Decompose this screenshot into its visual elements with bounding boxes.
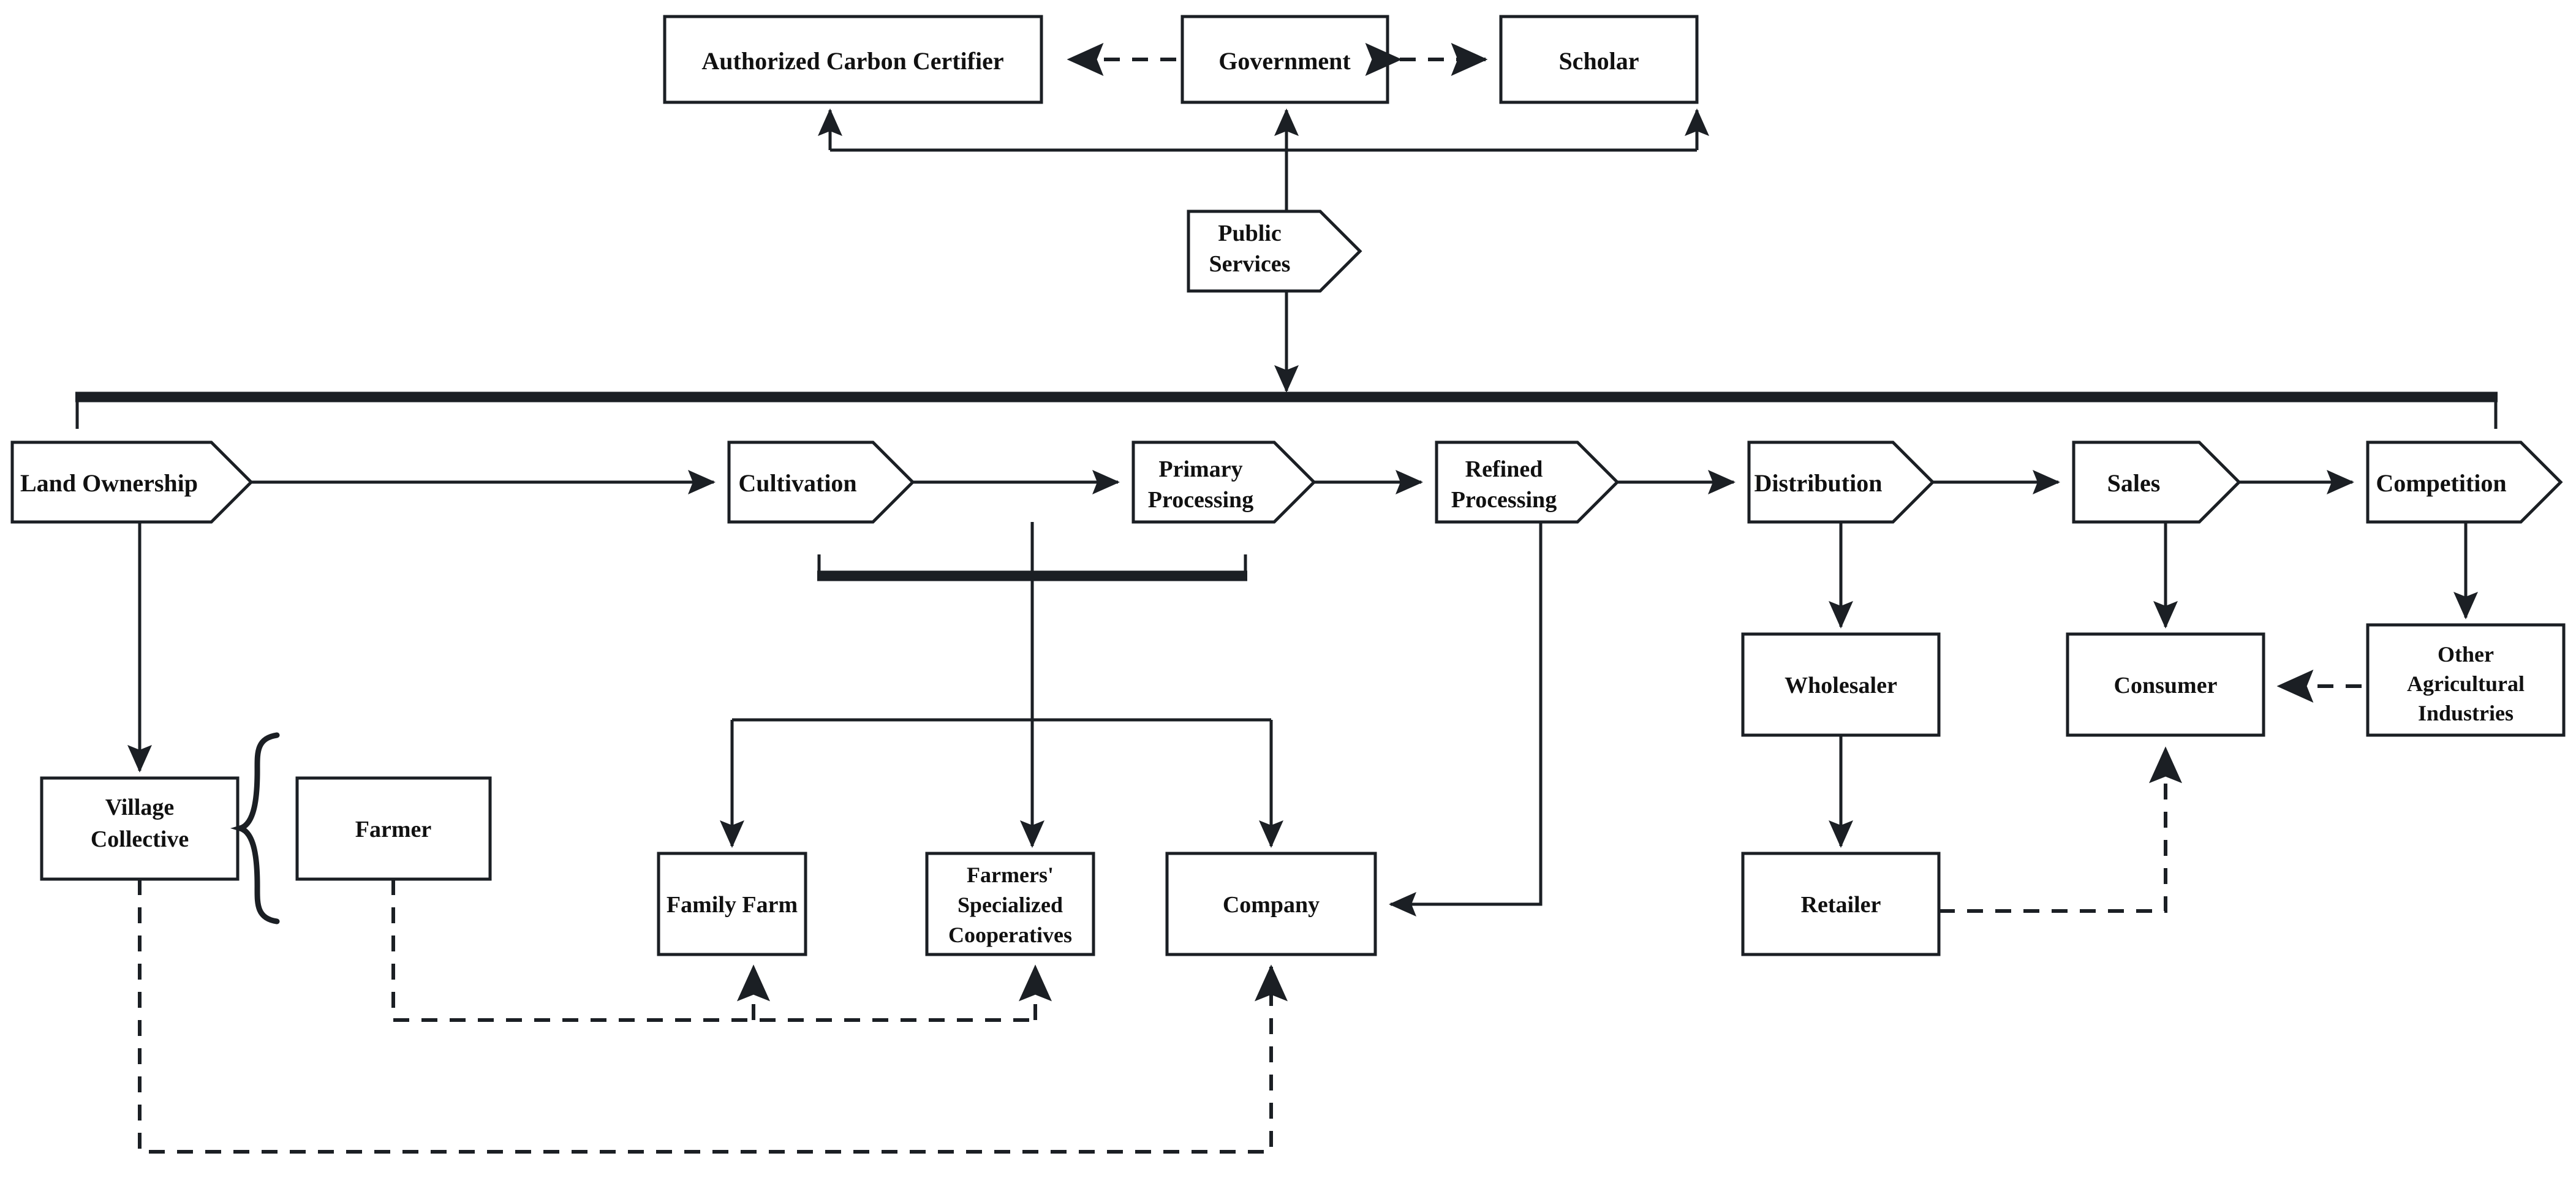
edge-public-services-to-governance (818, 108, 1709, 211)
node-label-line1: Public (1218, 221, 1281, 246)
node-label: Distribution (1754, 469, 1883, 497)
node-label: Wholesaler (1785, 673, 1897, 698)
node-label: Cultivation (738, 469, 856, 497)
edge-village-collective-to-company (138, 879, 1288, 1154)
node-label: Family Farm (667, 892, 798, 918)
node-distribution[interactable]: Distribution (1747, 440, 1935, 524)
node-sales[interactable]: Sales (2072, 440, 2242, 524)
node-label-line2: Specialized (958, 893, 1063, 917)
node-cultivation[interactable]: Cultivation (727, 440, 915, 524)
node-label: Scholar (1558, 47, 1639, 75)
node-village-collective[interactable]: Village Collective (40, 776, 240, 881)
edge-farmer-to-farms (391, 879, 1052, 1022)
node-consumer[interactable]: Consumer (2066, 632, 2265, 737)
node-label: Company (1223, 892, 1320, 918)
node-label-line1: Primary (1158, 456, 1242, 482)
node-other-agricultural-industries[interactable]: Other Agricultural Industries (2366, 623, 2566, 737)
node-label: Government (1218, 47, 1351, 75)
node-public-services[interactable]: Public Services (1187, 210, 1362, 293)
edge-refined-to-company (1388, 522, 1543, 917)
node-refined-processing[interactable]: Refined Processing (1435, 440, 1620, 524)
node-competition[interactable]: Competition (2366, 440, 2563, 524)
node-wholesaler[interactable]: Wholesaler (1741, 632, 1941, 737)
node-label-line2: Processing (1148, 487, 1253, 513)
node-label-line1: Village (105, 795, 175, 820)
node-primary-processing[interactable]: Primary Processing (1131, 440, 1316, 524)
node-land-ownership[interactable]: Land Ownership (10, 440, 254, 524)
node-government[interactable]: Government (1180, 15, 1389, 104)
node-scholar[interactable]: Scholar (1499, 15, 1699, 104)
village-farmer-brace (230, 732, 280, 924)
node-label-line1: Other (2438, 642, 2494, 667)
node-label-line1: Refined (1465, 456, 1543, 482)
node-label-line2: Services (1209, 251, 1291, 277)
node-label-line2: Processing (1451, 487, 1557, 513)
node-family-farm[interactable]: Family Farm (657, 852, 807, 956)
node-retailer[interactable]: Retailer (1741, 852, 1941, 956)
node-label: Authorized Carbon Certifier (701, 47, 1003, 75)
node-label: Competition (2376, 469, 2506, 497)
node-label: Retailer (1801, 892, 1881, 918)
node-label: Land Ownership (20, 469, 198, 497)
node-label-line3: Cooperatives (948, 923, 1072, 947)
node-label: Sales (2107, 469, 2161, 497)
edge-bracket-to-farms (720, 576, 1283, 849)
node-company[interactable]: Company (1165, 852, 1377, 956)
node-label-line1: Farmers' (967, 863, 1054, 887)
node-label-line2: Agricultural (2407, 671, 2525, 696)
edge-retailer-to-consumer (1939, 746, 2182, 913)
node-farmer[interactable]: Farmer (295, 776, 492, 881)
value-chain-bar (75, 391, 2498, 429)
node-farmers-specialized-cooperatives[interactable]: Farmers' Specialized Cooperatives (925, 852, 1095, 956)
node-label-line2: Collective (91, 826, 189, 852)
node-label-line3: Industries (2418, 701, 2514, 725)
node-label: Consumer (2114, 673, 2218, 698)
node-label: Farmer (355, 817, 432, 842)
node-authorized-carbon-certifier[interactable]: Authorized Carbon Certifier (663, 15, 1043, 104)
